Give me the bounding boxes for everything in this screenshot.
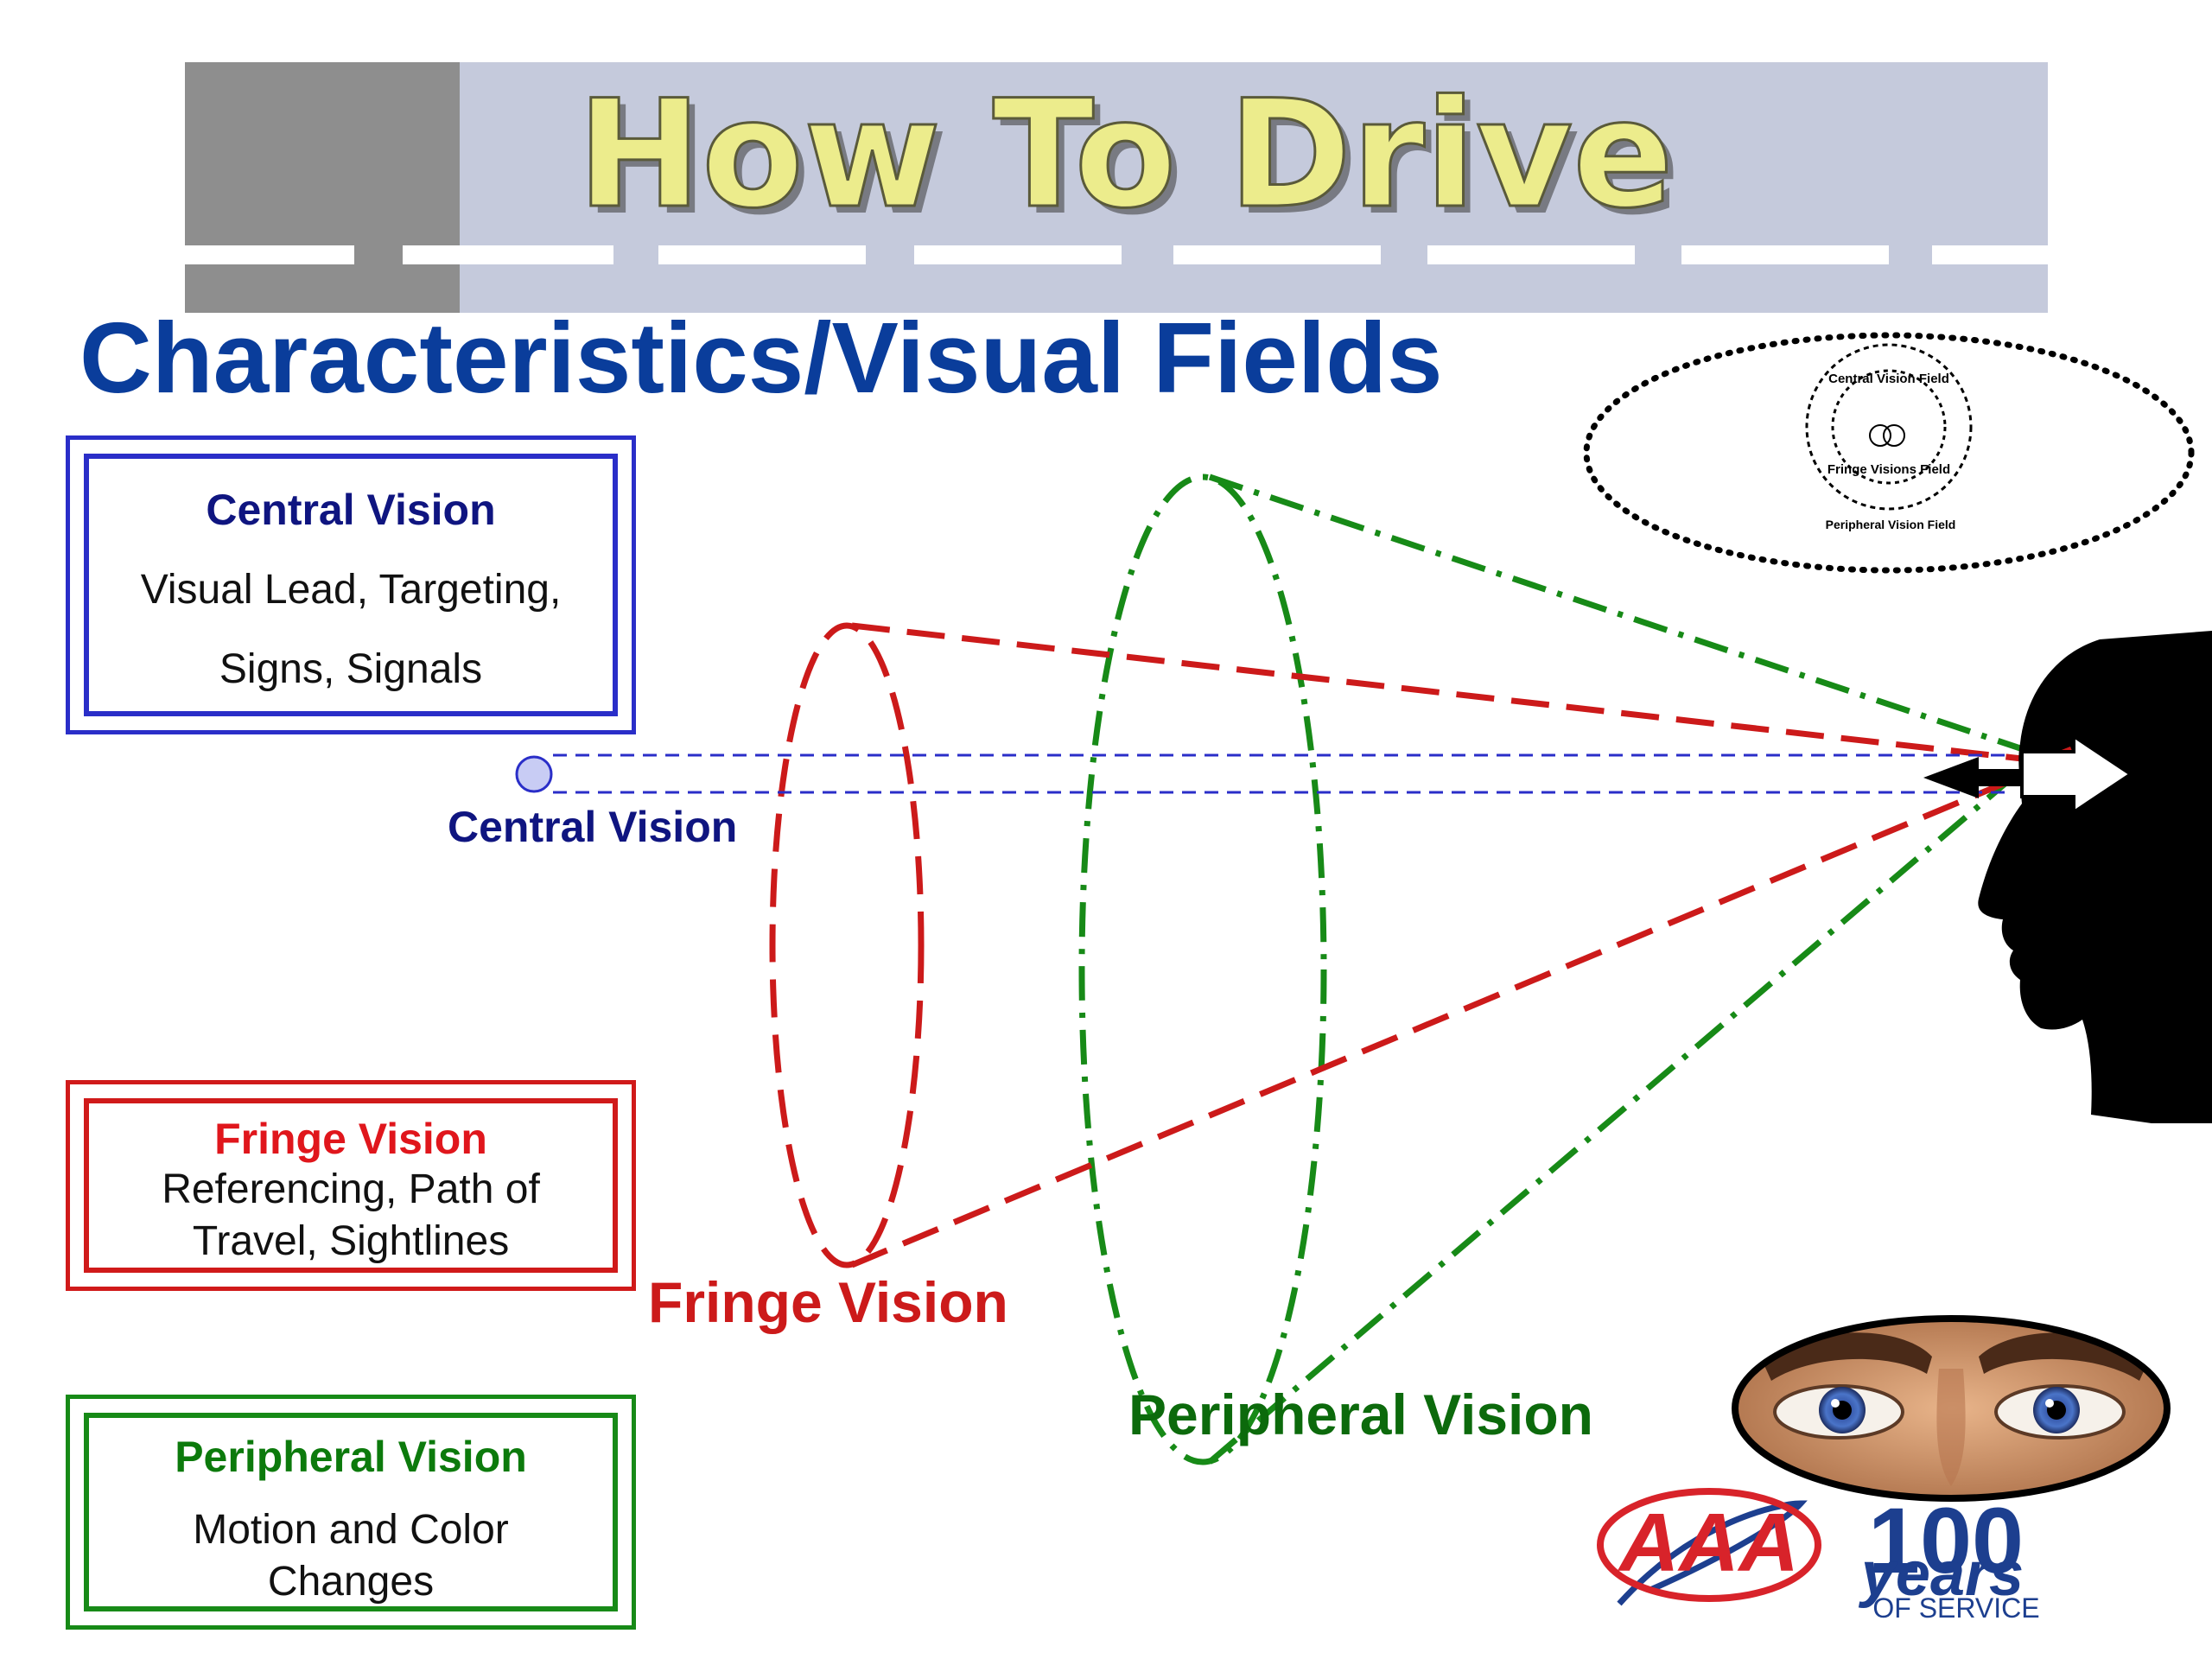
years-word: years bbox=[1859, 1540, 2024, 1609]
eyes-icon bbox=[1732, 1315, 2171, 1502]
central-vision-box: Central Vision Visual Lead, Targeting, S… bbox=[66, 435, 636, 734]
arrow-left-icon bbox=[1923, 757, 2022, 798]
peripheral-vision-box-inner: Peripheral Vision Motion and Color Chang… bbox=[84, 1413, 618, 1611]
central-vision-label: Central Vision bbox=[448, 803, 737, 851]
aaa-oval bbox=[1597, 1488, 1821, 1602]
fringe-ellipse bbox=[769, 622, 925, 1268]
arrow-right-icon bbox=[2020, 733, 2134, 816]
banner-background bbox=[185, 62, 2048, 313]
fringe-field-ring bbox=[1805, 343, 1973, 511]
central-vision-box-title: Central Vision bbox=[206, 486, 496, 534]
aaa-text: AAA bbox=[1618, 1497, 1799, 1589]
hundred-years-logo: 100 years OF SERVICE bbox=[1859, 1488, 2040, 1624]
central-beam bbox=[515, 753, 2013, 794]
visual-field-inset: Central Vision Field Fringe Visions Fiel… bbox=[1583, 332, 2195, 574]
peripheral-vision-box-title: Peripheral Vision bbox=[175, 1433, 527, 1481]
central-field-ring bbox=[1831, 369, 1947, 485]
fringe-lower-line bbox=[850, 772, 2024, 1268]
inset-central-label: Central Vision Field bbox=[1828, 372, 1949, 386]
fringe-vision-box-line2: Travel, Sightlines bbox=[192, 1218, 510, 1264]
central-vision-box-line2: Signs, Signals bbox=[219, 646, 483, 692]
peripheral-vision-label: Peripheral Vision bbox=[1128, 1382, 1593, 1446]
central-point-left bbox=[1869, 424, 1891, 447]
aaa-logo: AAA bbox=[1597, 1488, 1821, 1606]
peripheral-vision-box: Peripheral Vision Motion and Color Chang… bbox=[66, 1395, 636, 1630]
hundred-number: 100 bbox=[1868, 1488, 2024, 1592]
fringe-vision-box: Fringe Vision Referencing, Path of Trave… bbox=[66, 1080, 636, 1291]
central-vision-box-line1: Visual Lead, Targeting, bbox=[140, 567, 562, 613]
central-point-right bbox=[1883, 424, 1905, 447]
banner-road-patch bbox=[185, 62, 460, 313]
banner-title: How To Drive bbox=[577, 67, 1674, 241]
of-service-text: OF SERVICE bbox=[1872, 1592, 2039, 1624]
road-dashes bbox=[185, 245, 2048, 264]
head-silhouette-icon bbox=[1978, 631, 2212, 1123]
fringe-upper-line bbox=[851, 622, 2023, 762]
peripheral-vision-box-line2: Changes bbox=[267, 1559, 435, 1605]
peripheral-vision-box-line1: Motion and Color bbox=[193, 1507, 509, 1553]
banner-title-shadow: How To Drive bbox=[584, 74, 1681, 248]
fringe-vision-box-title: Fringe Vision bbox=[214, 1115, 487, 1163]
banner: How To Drive How To Drive bbox=[185, 62, 2048, 313]
fringe-cone bbox=[769, 622, 2024, 1268]
peripheral-lower-line bbox=[1207, 768, 2023, 1465]
inset-fringe-label: Fringe Visions Field bbox=[1827, 462, 1950, 477]
slide-title: Characteristics/Visual Fields bbox=[79, 302, 1443, 414]
aaa-swoosh bbox=[1617, 1500, 1808, 1606]
central-vision-target bbox=[515, 755, 553, 793]
fringe-vision-label: Fringe Vision bbox=[648, 1270, 1008, 1334]
peripheral-field-ring bbox=[1583, 332, 2195, 574]
peripheral-upper-line bbox=[1208, 474, 2022, 752]
peripheral-cone bbox=[1078, 474, 2023, 1465]
eye-arrows bbox=[1923, 733, 2134, 816]
fringe-vision-box-inner: Fringe Vision Referencing, Path of Trave… bbox=[84, 1098, 618, 1273]
inset-peripheral-label: Peripheral Vision Field bbox=[1826, 518, 1956, 531]
peripheral-ellipse bbox=[1078, 474, 1327, 1465]
central-vision-box-inner: Central Vision Visual Lead, Targeting, S… bbox=[84, 454, 618, 716]
fringe-vision-box-line1: Referencing, Path of bbox=[162, 1166, 540, 1212]
